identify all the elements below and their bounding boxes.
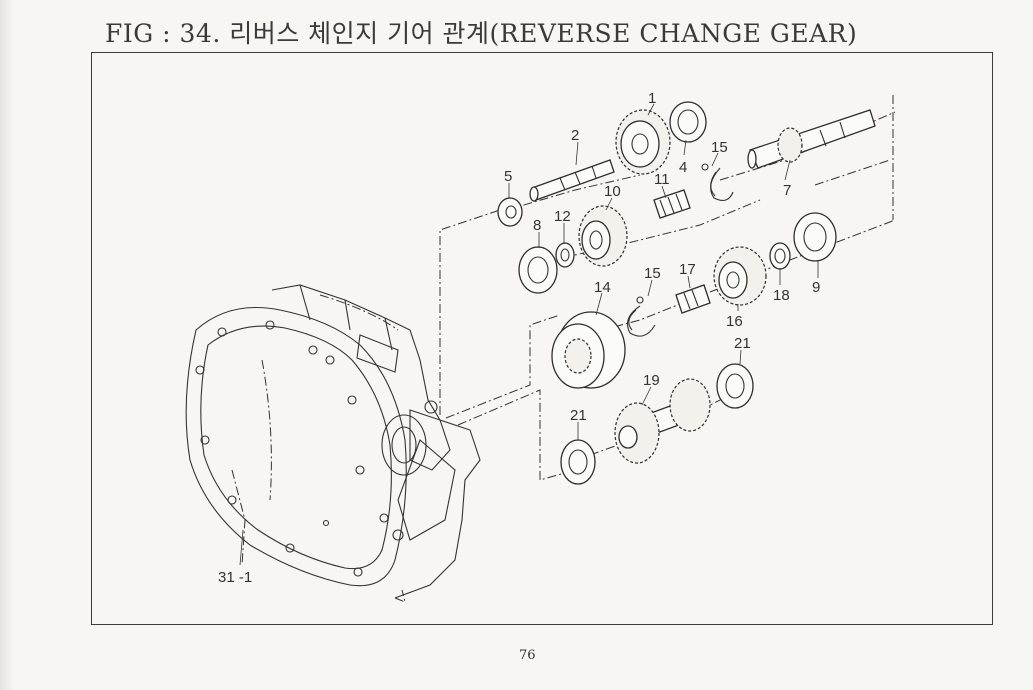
part-2-shaft (529, 159, 615, 202)
callout-9: 9 (812, 279, 820, 296)
callout-2: 2 (571, 127, 579, 144)
part-15-snap-ring-upper (701, 163, 734, 201)
callout-12: 12 (554, 208, 571, 225)
callout-17: 17 (679, 261, 696, 278)
callout-31-1: 31 -1 (218, 569, 252, 586)
part-21-bearing-right (716, 363, 754, 409)
part-12-washer (555, 242, 575, 268)
scan-edge-shadow (0, 0, 14, 690)
callout-15-lower: 15 (644, 265, 661, 282)
part-9-bearing (793, 212, 837, 262)
housing-bolt-holes (195, 320, 438, 577)
part-16-gear (713, 246, 767, 306)
callout-7: 7 (783, 182, 791, 199)
part-7-main-shaft (747, 109, 876, 169)
callout-21-upper: 21 (734, 335, 751, 352)
part-8-bearing (518, 246, 558, 294)
part-14-sleeve (551, 311, 626, 389)
callout-5: 5 (504, 168, 512, 185)
page-number: 76 (519, 648, 536, 663)
callout-labels: 1 2 4 5 7 8 9 10 11 12 14 15 15 16 17 18… (218, 90, 820, 586)
callout-1: 1 (648, 90, 656, 107)
callout-14: 14 (594, 279, 611, 296)
callout-21-lower: 21 (570, 407, 587, 424)
part-21-bearing-left (560, 439, 596, 485)
callout-8: 8 (533, 217, 541, 234)
part-15-snap-ring-lower (627, 296, 656, 337)
part-19-cluster-gear (614, 378, 711, 464)
leader-lines (239, 103, 819, 566)
part-4-bearing (669, 101, 707, 143)
callout-11: 11 (654, 171, 670, 188)
part-5-bearing (497, 197, 523, 227)
callout-10: 10 (604, 183, 621, 200)
part-18-washer (769, 242, 791, 270)
callout-19: 19 (643, 372, 660, 389)
callout-4: 4 (679, 159, 687, 176)
callout-15-upper: 15 (711, 139, 728, 156)
callout-18: 18 (773, 287, 790, 304)
part-1-gear (615, 109, 671, 175)
part-11-needle-bearing (653, 189, 691, 219)
part-10-gear (578, 205, 628, 267)
figure-title: FIG : 34. 리버스 체인지 기어 관계(REVERSE CHANGE G… (105, 19, 858, 48)
part-17-needle-bearing (675, 284, 711, 314)
diagram-frame (91, 52, 993, 625)
callout-16: 16 (726, 313, 743, 330)
transmission-housing (185, 284, 481, 603)
